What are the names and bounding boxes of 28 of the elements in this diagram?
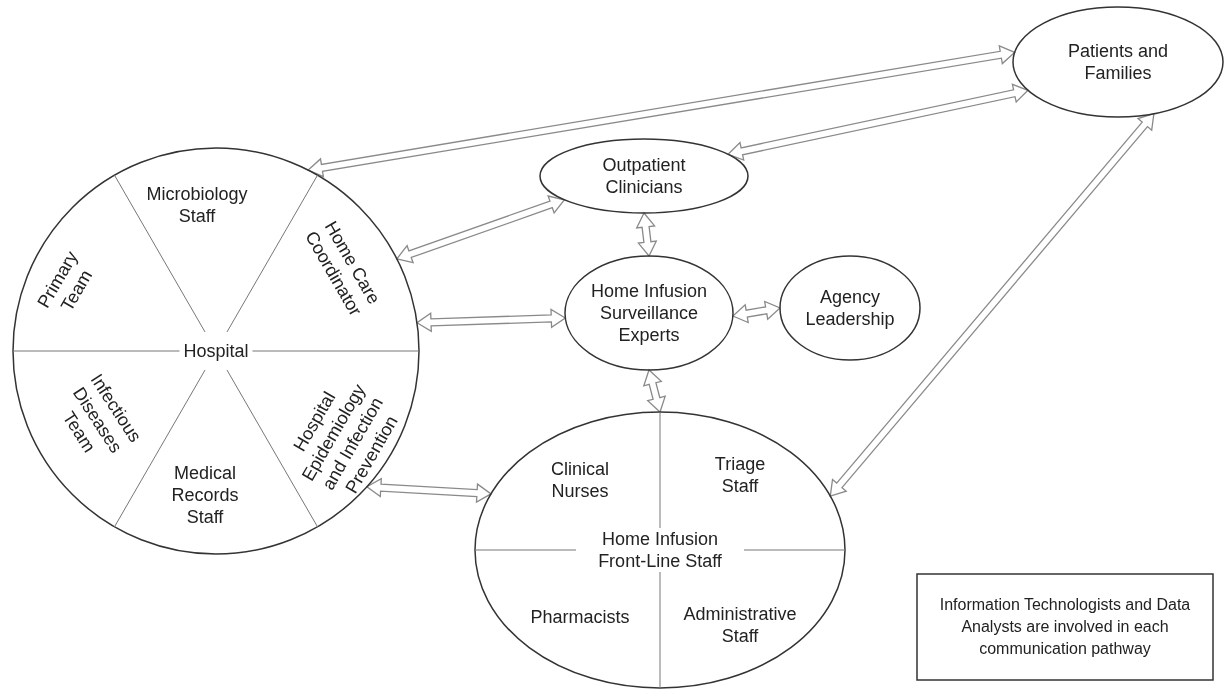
sector-label: Clinical Nurses (530, 458, 630, 502)
double-headed-arrow (635, 211, 658, 258)
ellipse-node (1013, 7, 1223, 117)
sector-label: Administrative Staff (675, 603, 805, 647)
sector-label: Triage Staff (700, 453, 780, 497)
node-label: Home Infusion Surveillance Experts (589, 280, 709, 346)
note-text: Information Technologists and Data Analysts are involved in each communication pathway (938, 595, 1192, 659)
double-headed-arrow (829, 112, 1155, 498)
sector-label: Medical Records Staff (160, 462, 250, 528)
double-headed-arrow (307, 44, 1016, 178)
double-headed-arrow (365, 477, 493, 504)
double-headed-arrow (731, 300, 782, 324)
ellipse-node (780, 256, 920, 360)
staff-ellipse (475, 412, 845, 688)
node-label: Home Infusion Front-Line Staff (576, 528, 744, 572)
double-headed-arrow (415, 308, 567, 333)
node-label: Outpatient Clinicians (601, 154, 687, 198)
ellipse-node (565, 256, 733, 370)
ellipse-node (540, 139, 748, 213)
double-headed-arrow (642, 368, 667, 414)
node-label: Agency Leadership (804, 286, 896, 330)
note-box (917, 574, 1213, 680)
sector-label: Pharmacists (522, 606, 638, 628)
sector-label: Microbiology Staff (134, 183, 260, 227)
node-label: Patients and Families (1066, 40, 1170, 84)
double-headed-arrow (395, 195, 566, 264)
hospital-circle (13, 148, 419, 554)
double-headed-arrow (726, 83, 1030, 162)
